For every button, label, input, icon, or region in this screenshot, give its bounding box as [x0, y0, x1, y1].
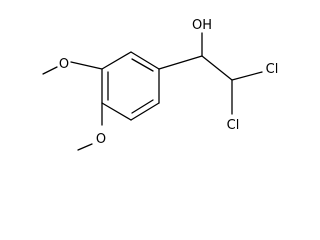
benzene-ring: [101, 51, 160, 121]
label-chlorine-bottom: Cl: [227, 118, 240, 133]
ring-bond: [130, 102, 160, 121]
ring-bond: [101, 51, 132, 70]
bond-ring-to-o-top: [70, 61, 103, 70]
bond-carbinol-to-chcl2: [201, 55, 233, 81]
bond-o-bottom-to-methyl: [77, 143, 93, 151]
ring-double-bond: [131, 58, 154, 72]
ring-bond: [130, 51, 160, 70]
structure-diagram: OH Cl Cl O O: [42, 18, 279, 151]
bond-to-chlorine-top: [231, 71, 263, 81]
label-oxygen-bottom: O: [96, 132, 106, 147]
ring-bond: [101, 102, 132, 121]
bond-ring-to-carbinol: [158, 55, 203, 70]
bond-o-top-to-methyl: [42, 66, 58, 75]
label-hydroxyl: OH: [192, 18, 212, 33]
ring-double-bond: [131, 99, 154, 114]
label-chlorine-top: Cl: [266, 62, 279, 77]
label-oxygen-top: O: [59, 57, 69, 72]
